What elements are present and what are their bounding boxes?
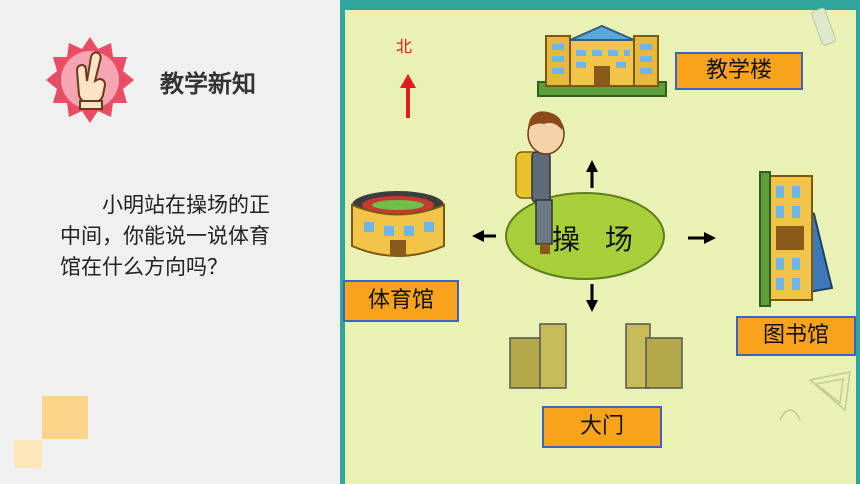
victory-hand-icon — [46, 37, 134, 123]
library-building-icon — [759, 171, 834, 307]
lesson-panel: 教学新知 小明站在操场的正中间，你能说一说体育馆在什么方向吗？ — [0, 0, 340, 484]
map-drawing — [351, 7, 851, 421]
arrow-right-icon — [688, 232, 716, 244]
question-text: 小明站在操场的正中间，你能说一说体育馆在什么方向吗？ — [60, 193, 270, 279]
boy-figure — [515, 111, 565, 254]
arrow-left-icon — [472, 230, 496, 242]
north-label: 北 — [396, 37, 413, 56]
playground-label: 操 场 — [552, 223, 641, 256]
label-gym: 体育馆 — [343, 280, 459, 322]
label-library: 图书馆 — [736, 316, 856, 356]
section-title: 教学新知 — [160, 70, 256, 98]
arrow-up-icon — [586, 160, 598, 188]
decor-square-small — [14, 440, 42, 468]
label-teaching-building: 教学楼 — [675, 52, 803, 90]
board-frame-left — [340, 0, 345, 484]
gym-building-icon — [351, 191, 445, 257]
north-arrow-icon — [400, 74, 416, 118]
decor-square-large — [42, 396, 88, 439]
label-gate: 大门 — [542, 406, 662, 448]
map-board: 北 操 场 教学楼 图书馆 体育馆 大门 — [340, 0, 860, 484]
gate-pillars-icon — [509, 323, 683, 389]
teaching-building-icon — [537, 24, 667, 97]
chalk-decoration — [779, 371, 851, 421]
arrow-down-icon — [586, 284, 598, 312]
board-frame-right — [856, 0, 860, 484]
chalk-stick — [811, 7, 836, 46]
board-frame-top — [340, 0, 860, 10]
